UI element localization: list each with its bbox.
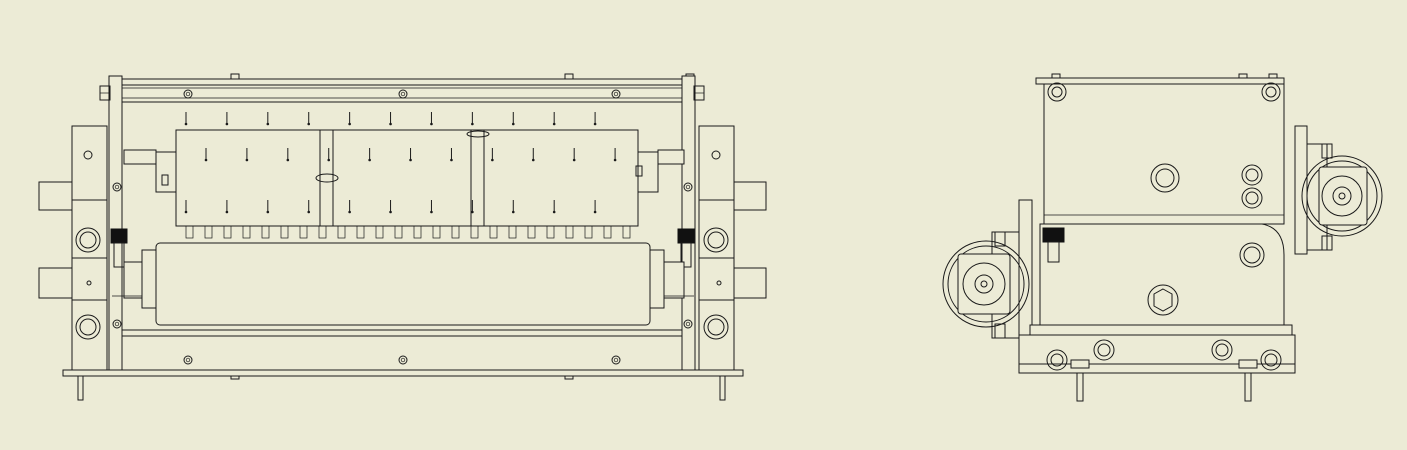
smooth-roller <box>112 242 694 326</box>
side-corner-bolts <box>1047 82 1281 102</box>
roller-tooth <box>622 225 631 239</box>
left-bearing-block <box>110 228 128 244</box>
roller-tooth <box>470 225 479 239</box>
roller-tooth <box>261 225 270 239</box>
roller-teeth <box>185 225 631 239</box>
roller-tooth <box>451 225 460 239</box>
side-base <box>1018 324 1296 402</box>
roller-tooth <box>280 225 289 239</box>
roller-tooth <box>603 225 612 239</box>
roller-tooth <box>489 225 498 239</box>
roller-tooth <box>299 225 308 239</box>
roller-tooth <box>375 225 384 239</box>
side-view <box>942 73 1383 402</box>
roller-tooth <box>565 225 574 239</box>
right-wheel-bracket <box>1294 125 1383 255</box>
rivet <box>398 355 408 365</box>
roller-tooth <box>584 225 593 239</box>
rivet <box>611 89 621 99</box>
end-plate-bolts <box>75 227 729 340</box>
roller-tooth <box>204 225 213 239</box>
rivet <box>683 319 693 329</box>
rivet <box>112 182 122 192</box>
roller-tooth <box>356 225 365 239</box>
roller-tooth <box>318 225 327 239</box>
roller-tooth <box>527 225 536 239</box>
roller-tooth <box>432 225 441 239</box>
side-bearing-block <box>1042 227 1065 243</box>
front-rivets <box>112 89 693 365</box>
roller-tooth <box>546 225 555 239</box>
roller-tooth <box>508 225 517 239</box>
roller-tooth <box>394 225 403 239</box>
roller-tooth <box>337 225 346 239</box>
right-end-plate <box>698 125 767 371</box>
lower-housing <box>1039 223 1285 326</box>
front-view <box>38 73 767 401</box>
upper-housing <box>1035 73 1285 225</box>
rivet <box>183 89 193 99</box>
rivet <box>683 182 693 192</box>
left-wheel-bracket <box>942 199 1033 373</box>
rivet <box>398 89 408 99</box>
roller-tooth <box>185 225 194 239</box>
rivet <box>112 319 122 329</box>
roller-tooth <box>413 225 422 239</box>
right-bearing-block <box>677 228 695 244</box>
spiked-roller <box>123 112 685 239</box>
roller-spikes <box>184 112 617 214</box>
rivet <box>611 355 621 365</box>
frame-base <box>62 329 744 401</box>
roller-tooth <box>242 225 251 239</box>
roller-tooth <box>223 225 232 239</box>
rivet <box>183 355 193 365</box>
